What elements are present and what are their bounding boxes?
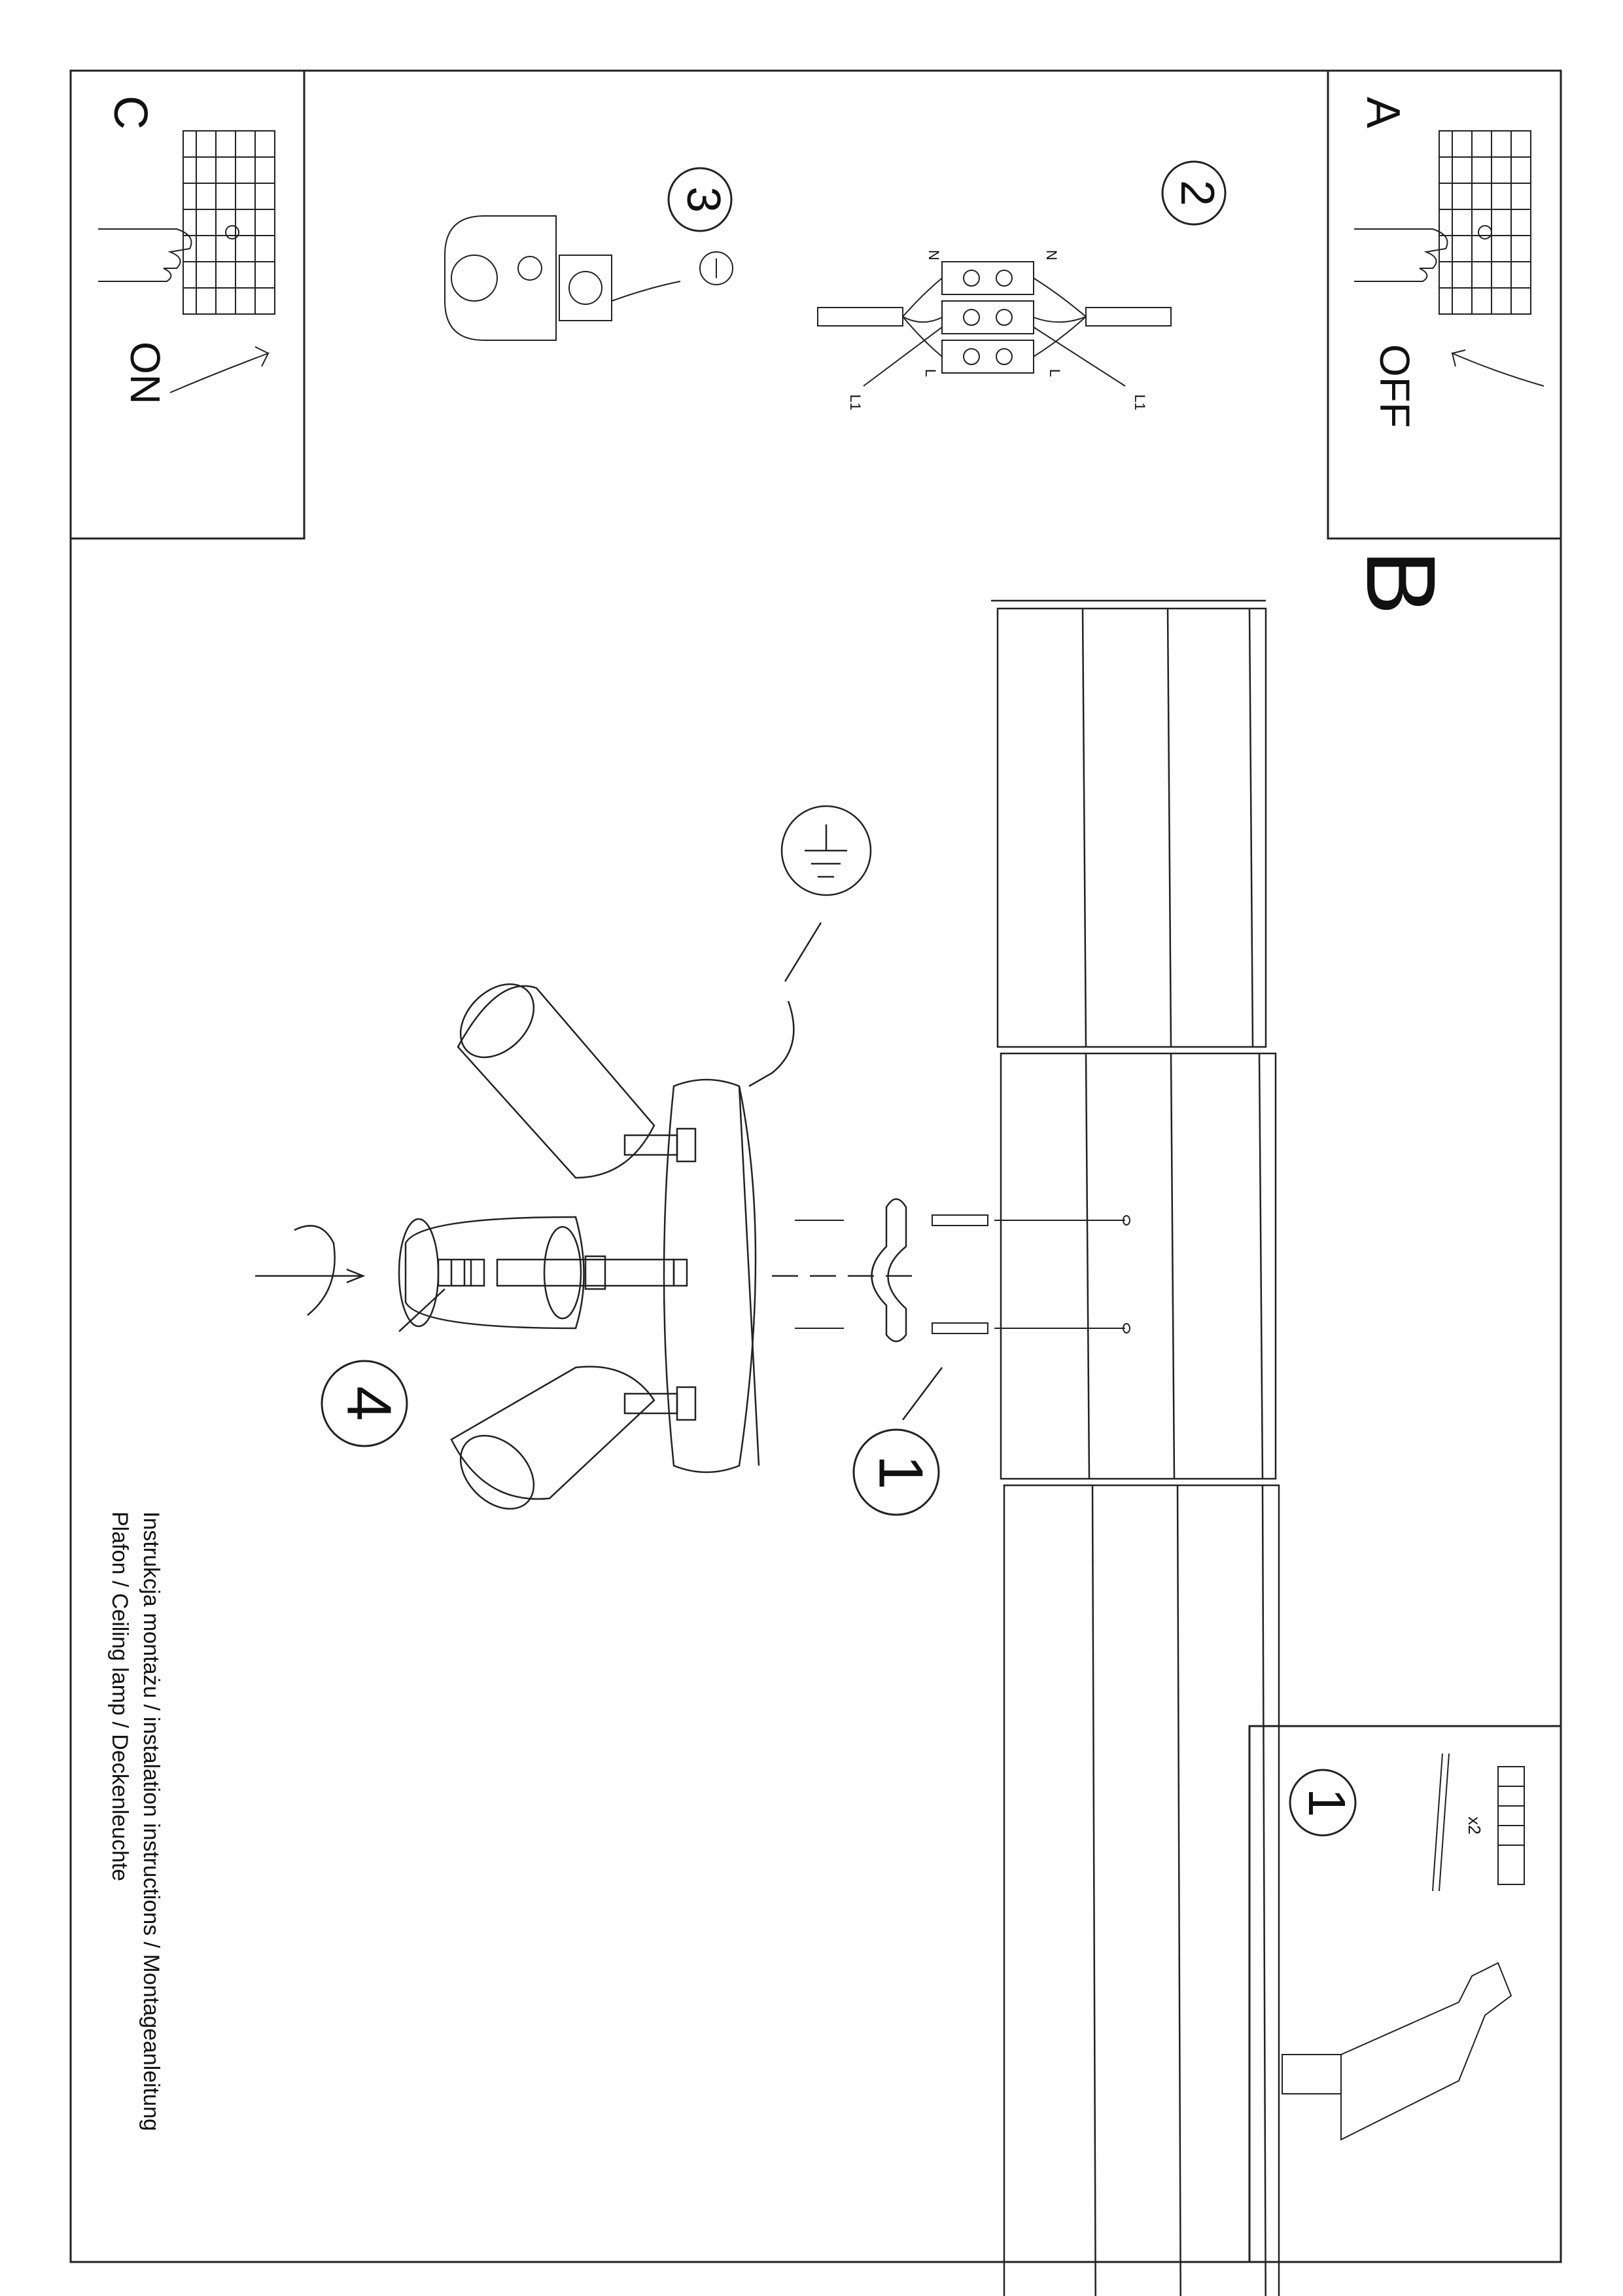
rotate-arrow-icon bbox=[294, 1225, 336, 1316]
step-1-number: 1 bbox=[866, 1455, 936, 1489]
step-2-group: 2 N N L L L1 L1 bbox=[817, 160, 1227, 410]
earth-terminal-icon bbox=[444, 215, 733, 341]
ceiling-boards bbox=[991, 599, 1280, 2296]
hand-icon bbox=[98, 228, 192, 282]
panel-a-label: OFF bbox=[1371, 344, 1418, 428]
kit-step-number: 1 bbox=[1298, 1788, 1356, 1818]
wire-label-n-right: N bbox=[1043, 250, 1060, 260]
panel-a-letter: A bbox=[1357, 97, 1409, 128]
wire-label-l-left: L bbox=[922, 369, 939, 377]
step-2-badge bbox=[1161, 160, 1227, 226]
mounting-bracket bbox=[871, 1198, 907, 1343]
drill-icon bbox=[1282, 1962, 1512, 2141]
panel-c: C ON bbox=[69, 69, 305, 540]
panel-c-label: ON bbox=[122, 342, 169, 404]
kit-step-badge bbox=[1289, 1769, 1357, 1837]
spot-shade-top bbox=[457, 985, 655, 1179]
spot-shade-middle bbox=[404, 1216, 585, 1330]
title-line-2: Plafon / Ceiling lamp / Deckenleuchte bbox=[107, 1511, 132, 1881]
screw-icon bbox=[795, 1214, 1130, 1334]
step-4-number: 4 bbox=[334, 1386, 404, 1421]
step-4-badge bbox=[321, 1360, 408, 1447]
wire-label-l1-right: L1 bbox=[1132, 395, 1148, 410]
wire-label-l-right: L bbox=[1047, 369, 1063, 377]
wire-label-l1-left: L1 bbox=[847, 395, 864, 410]
panel-c-frame bbox=[69, 69, 305, 540]
kit-quantity: x2 bbox=[1465, 1816, 1484, 1834]
spot-shade-bottom bbox=[450, 1366, 655, 1500]
sheet-border bbox=[69, 69, 1562, 2263]
panel-a: A OFF bbox=[1327, 69, 1562, 540]
step-1-badge bbox=[852, 1428, 940, 1516]
step-2-number: 2 bbox=[1171, 180, 1223, 206]
kit-box-frame bbox=[1248, 1725, 1562, 2263]
panel-a-frame bbox=[1327, 69, 1562, 540]
title-line-1: Instrukcja montażu / instalation instruc… bbox=[139, 1511, 164, 2131]
ceiling-lamp-assembly bbox=[255, 805, 1130, 1510]
hand-icon bbox=[1354, 228, 1448, 282]
kit-box: 1 x2 bbox=[1248, 1725, 1562, 2263]
curved-arrow-icon bbox=[169, 346, 270, 393]
panel-b-letter: B bbox=[1346, 550, 1456, 615]
bulb-gu10-icon bbox=[437, 1258, 485, 1287]
terminal-block-icon bbox=[817, 261, 1172, 387]
panel-c-letter: C bbox=[104, 96, 156, 130]
step-3-group: 3 bbox=[444, 167, 733, 341]
wall-plug-icon bbox=[1497, 1766, 1525, 1885]
breaker-panel-icon bbox=[1439, 130, 1531, 315]
curved-arrow-icon bbox=[1451, 349, 1544, 387]
breaker-panel-icon bbox=[183, 130, 275, 315]
step-3-number: 3 bbox=[677, 186, 729, 213]
screw-icon bbox=[1432, 1753, 1450, 1892]
wire-label-n-left: N bbox=[926, 250, 942, 260]
step-3-badge bbox=[667, 167, 733, 232]
earth-symbol-icon bbox=[780, 805, 872, 896]
